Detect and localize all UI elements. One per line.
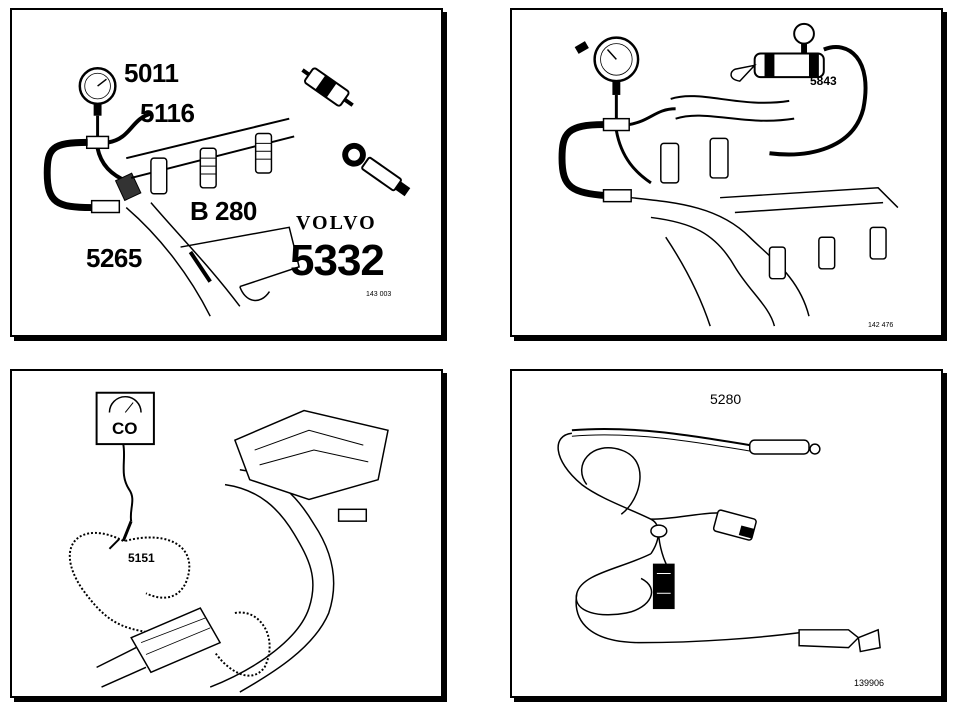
cable-tool-illustration [557,428,881,653]
fuel-pressure-illustration [43,67,411,317]
engine-designation: B 280 [190,196,257,226]
vacuum-tool-number: 5843 [810,74,837,88]
exhaust-co-illustration [68,391,389,693]
panel-fuel-rail-pressure: 5843 142 476 [510,8,943,337]
model-number: 5332 [290,236,385,285]
panel-co-measurement: CO 5151 [10,369,443,698]
figure-code: 143 003 [366,291,392,298]
adapter-tool-number: 5116 [140,98,195,128]
co-meter-label: CO [112,419,138,438]
gauge-tool-number: 5011 [124,58,179,88]
probe-tool-number: 5151 [128,551,155,565]
figure-code: 139906 [854,678,885,688]
cable-tool-number: 5280 [710,391,742,407]
hose-tool-number: 5265 [86,243,142,273]
figure-code: 142 476 [868,322,894,329]
fuel-rail-illustration [558,22,899,327]
volvo-brand-text: VOLVO [296,212,377,234]
panel-cable-tool: 5280 139906 [510,369,943,698]
panel-fuel-pressure-test: 5011 5116 5265 B 280 VOLVO 5332 143 003 [10,8,443,337]
